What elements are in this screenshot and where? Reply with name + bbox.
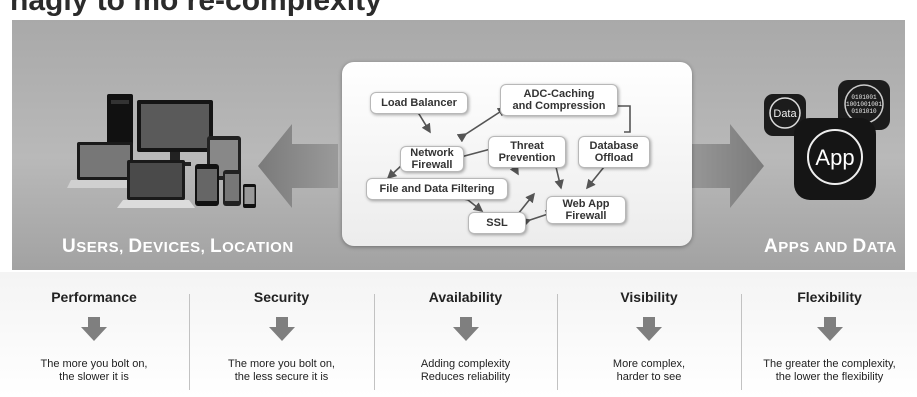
column-title: Flexibility (797, 289, 862, 305)
svg-text:1001001001: 1001001001 (846, 101, 882, 108)
binary-icon: 0101001 1001001001 0101010 (838, 80, 890, 130)
column-description: The more you bolt on,the slower it is (40, 358, 148, 383)
column-description: More complex,harder to see (612, 358, 686, 383)
column-description: The more you bolt on,the less secure it … (227, 358, 335, 383)
load-balancer-node: Load Balancer (370, 92, 468, 114)
left-arrow-icon (258, 124, 338, 208)
column-divider (189, 294, 190, 390)
ssl-node: SSL (468, 212, 526, 234)
column-title: Availability (428, 289, 503, 305)
column-divider (374, 294, 375, 390)
security-column: Security The more you bolt on,the less s… (190, 272, 373, 397)
column-title: Performance (51, 289, 137, 305)
column-divider (741, 294, 742, 390)
data-icon: Data (764, 94, 806, 136)
impact-band (0, 272, 917, 397)
svg-text:Data: Data (773, 108, 797, 120)
column-divider (557, 294, 558, 390)
visibility-column: Visibility More complex,harder to see (558, 272, 740, 397)
svg-text:App: App (815, 145, 854, 170)
performance-column: Performance The more you bolt on,the slo… (0, 272, 188, 397)
down-arrow-icon (816, 317, 843, 341)
right-arrow-icon (684, 124, 764, 208)
users-devices-location-caption: USERS, DEVICES, LOCATION (62, 236, 294, 257)
devices-illustration-icon (67, 94, 256, 208)
app-icon: App (794, 118, 876, 200)
apps-and-data-caption: APPS AND DATA (764, 236, 897, 257)
down-arrow-icon (452, 317, 479, 341)
down-arrow-icon (636, 317, 662, 341)
slide-title: nagiy to mo re-complexity (10, 0, 382, 17)
down-arrow-icon (268, 317, 295, 341)
diagram-panel: USERS, DEVICES, LOCATION (12, 20, 905, 270)
svg-text:0101010: 0101010 (851, 108, 877, 115)
column-title: Security (253, 289, 310, 305)
column-description: The greater the complexity,the lower the… (763, 358, 896, 383)
svg-text:0101001: 0101001 (851, 94, 877, 101)
flexibility-column: Flexibility The greater the complexity,t… (742, 272, 917, 397)
slide-title-fragment: nagiy to mo re-complexity (0, 0, 917, 22)
column-title: Visibility (620, 289, 678, 305)
file-data-filtering-node: File and Data Filtering (366, 178, 508, 200)
apps-data-icons: Data 0101001 1001001001 0101010 App (764, 80, 890, 200)
down-arrow-icon (81, 317, 107, 341)
